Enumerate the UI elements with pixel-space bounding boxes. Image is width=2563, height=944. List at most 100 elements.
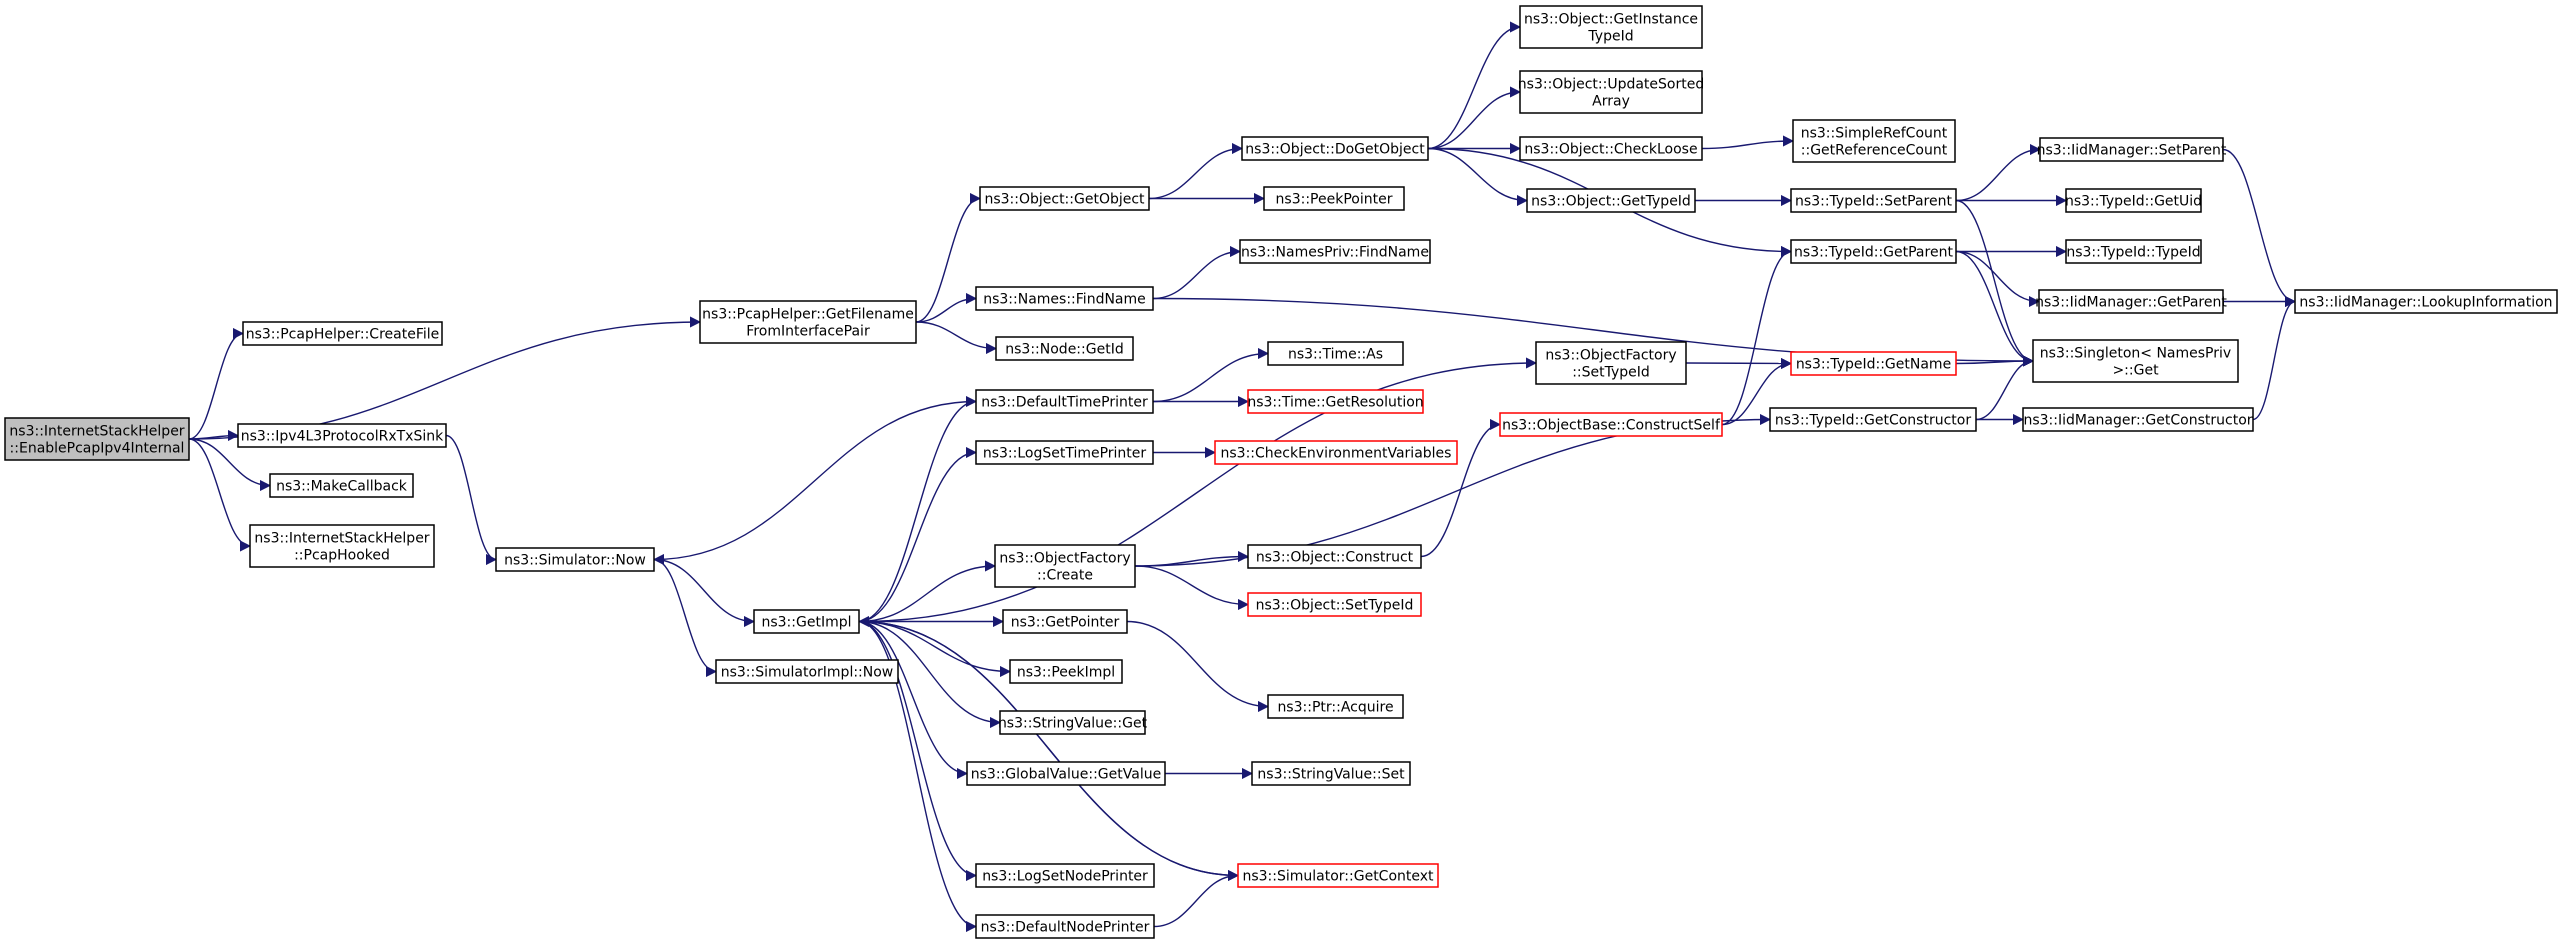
node-label: ::GetReferenceCount <box>1801 143 1948 159</box>
graph-node-peekimpl[interactable]: ns3::PeekImpl <box>1009 659 1123 684</box>
node-box <box>249 524 435 568</box>
node-box <box>975 440 1154 465</box>
graph-node-typeid-typeid[interactable]: ns3::TypeId::TypeId <box>2065 239 2202 264</box>
node-label: ns3::LogSetNodePrinter <box>982 869 1148 885</box>
graph-node-peekpointer[interactable]: ns3::PeekPointer <box>1263 186 1405 211</box>
node-box <box>1792 119 1956 163</box>
graph-node-defaultnodeprinter[interactable]: ns3::DefaultNodePrinter <box>975 914 1155 939</box>
edge-sim-now-to-simimpl-now <box>653 558 718 678</box>
graph-node-objectbase-constructself[interactable]: ns3::ObjectBase::ConstructSelf <box>1499 412 1723 437</box>
graph-node-singleton-get[interactable]: ns3::Singleton< NamesPriv >::Get <box>2032 339 2239 383</box>
node-box <box>975 286 1154 311</box>
edge-objfactory-settypeid-to-typeid-getname <box>1685 357 1793 370</box>
graph-node-ipv4l3[interactable]: ns3::Ipv4L3ProtocolRxTxSink <box>237 423 447 448</box>
graph-node-simplerefcount[interactable]: ns3::SimpleRefCount::GetReferenceCount <box>1792 119 1956 163</box>
node-box <box>1519 5 1703 49</box>
edge-root-to-pcaphooked <box>188 438 252 552</box>
edge-typeid-setparent-to-iid-setparent <box>1955 143 2042 202</box>
edge-findname-to-namespriv-findname <box>1152 245 1242 300</box>
node-box <box>1263 186 1405 211</box>
graph-node-dogetobject[interactable]: ns3::Object::DoGetObject <box>1241 136 1429 161</box>
graph-node-typeid-setparent[interactable]: ns3::TypeId::SetParent <box>1790 188 1957 213</box>
node-label: ns3::Simulator::GetContext <box>1242 869 1434 885</box>
node-label: ns3::IidManager::GetParent <box>2035 295 2227 311</box>
node-label: ns3::InternetStackHelper <box>9 424 184 440</box>
node-box <box>2039 137 2224 162</box>
graph-node-time-as[interactable]: ns3::Time::As <box>1267 341 1404 366</box>
graph-node-iid-setparent[interactable]: ns3::IidManager::SetParent <box>2037 137 2227 162</box>
edge-sim-now-to-getimpl <box>653 558 756 628</box>
graph-node-ptr-acquire[interactable]: ns3::Ptr::Acquire <box>1267 694 1404 719</box>
graph-node-iid-lookupinformation[interactable]: ns3::IidManager::LookupInformation <box>2294 289 2558 314</box>
edge-getobject-to-dogetobject <box>1148 142 1244 200</box>
graph-node-typeid-getname[interactable]: ns3::TypeId::GetName <box>1790 351 1957 376</box>
edge-dogetobject-to-updatesortedarray <box>1427 86 1522 150</box>
graph-node-iid-getconstructor[interactable]: ns3::IidManager::GetConstructor <box>2022 407 2254 432</box>
graph-node-object-gettypeid[interactable]: ns3::Object::GetTypeId <box>1526 188 1696 213</box>
graph-node-logsetnodeprinter[interactable]: ns3::LogSetNodePrinter <box>975 863 1155 888</box>
graph-node-object-settypeid[interactable]: ns3::Object::SetTypeId <box>1247 592 1422 617</box>
edge-getpointer-to-ptr-acquire <box>1126 620 1270 713</box>
graph-node-time-getresolution[interactable]: ns3::Time::GetResolution <box>1247 389 1424 414</box>
graph-node-sim-getcontext[interactable]: ns3::Simulator::GetContext <box>1237 863 1439 888</box>
graph-node-stringvalue-get[interactable]: ns3::StringValue::Get <box>998 710 1148 735</box>
edge-getimpl-to-objfactory-create <box>858 560 997 623</box>
graph-node-objfactory-create[interactable]: ns3::ObjectFactory::Create <box>994 544 1136 588</box>
node-box <box>975 863 1155 888</box>
graph-node-iid-getparent[interactable]: ns3::IidManager::GetParent <box>2035 289 2227 314</box>
graph-node-checkenvvars[interactable]: ns3::CheckEnvironmentVariables <box>1214 440 1458 465</box>
graph-node-getfilename[interactable]: ns3::PcapHelper::GetFilenameFromInterfac… <box>699 300 917 344</box>
graph-node-checkloose[interactable]: ns3::Object::CheckLoose <box>1519 136 1703 161</box>
node-label: ns3::TypeId::GetUid <box>2065 194 2202 210</box>
graph-node-pcaphooked[interactable]: ns3::InternetStackHelper::PcapHooked <box>249 524 435 568</box>
edge-root-to-pcap-createfile <box>188 327 245 440</box>
node-box <box>2038 289 2224 314</box>
graph-node-node-getid[interactable]: ns3::Node::GetId <box>995 336 1134 361</box>
graph-node-stringvalue-set[interactable]: ns3::StringValue::Set <box>1251 761 1411 786</box>
node-label: ns3::StringValue::Set <box>1257 767 1405 783</box>
graph-node-logsettimeprinter[interactable]: ns3::LogSetTimePrinter <box>975 440 1154 465</box>
node-label: ns3::Simulator::Now <box>504 553 646 569</box>
node-label: ns3::Ipv4L3ProtocolRxTxSink <box>241 429 444 445</box>
graph-node-getpointer[interactable]: ns3::GetPointer <box>1002 609 1128 634</box>
graph-node-sim-now[interactable]: ns3::Simulator::Now <box>495 547 655 572</box>
edge-getfilename-to-findname <box>915 292 978 323</box>
node-label: ns3::Time::GetResolution <box>1247 395 1423 411</box>
node-label: ns3::PeekImpl <box>1017 665 1115 681</box>
graph-node-defaulttimeprinter[interactable]: ns3::DefaultTimePrinter <box>975 389 1154 414</box>
graph-node-getimpl[interactable]: ns3::GetImpl <box>753 609 860 634</box>
graph-node-findname[interactable]: ns3::Names::FindName <box>975 286 1154 311</box>
node-box <box>1009 659 1123 684</box>
edge-getimpl-to-stringvalue-get <box>858 620 1002 729</box>
graph-node-objfactory-settypeid[interactable]: ns3::ObjectFactory::SetTypeId <box>1535 341 1687 385</box>
graph-node-typeid-getparent[interactable]: ns3::TypeId::GetParent <box>1790 239 1957 264</box>
graph-node-getobject[interactable]: ns3::Object::GetObject <box>979 186 1150 211</box>
graph-node-pcap-createfile[interactable]: ns3::PcapHelper::CreateFile <box>242 321 443 346</box>
edge-typeid-getparent-to-singleton-get <box>1955 250 2035 367</box>
node-box <box>1267 694 1404 719</box>
graph-node-root[interactable]: ns3::InternetStackHelper::EnablePcapIpv4… <box>4 417 190 461</box>
edge-iid-setparent-to-iid-lookupinformation <box>2222 148 2297 308</box>
node-box <box>1790 239 1957 264</box>
node-box <box>242 321 443 346</box>
node-label: ns3::IidManager::GetConstructor <box>2023 413 2252 429</box>
edge-getimpl-to-globalvalue-getvalue <box>858 620 969 780</box>
graph-node-globalvalue-getvalue[interactable]: ns3::GlobalValue::GetValue <box>966 761 1166 786</box>
edge-getimpl-to-defaulttimeprinter <box>858 395 978 623</box>
node-box <box>1239 239 1431 264</box>
node-label: ns3::Ptr::Acquire <box>1277 700 1393 716</box>
graph-node-typeid-getconstructor[interactable]: ns3::TypeId::GetConstructor <box>1769 407 1977 432</box>
edge-objfactory-create-to-object-settypeid <box>1134 565 1250 611</box>
node-label: ns3::Time::As <box>1288 347 1383 363</box>
edge-getimpl-to-defaultnodeprinter <box>858 620 978 933</box>
graph-node-typeid-getuid[interactable]: ns3::TypeId::GetUid <box>2065 188 2202 213</box>
node-label: ns3::Object::UpdateSorted <box>1518 77 1704 93</box>
graph-node-object-construct[interactable]: ns3::Object::Construct <box>1247 544 1422 569</box>
edge-typeid-setparent-to-singleton-get <box>1955 199 2035 367</box>
graph-node-namespriv-findname[interactable]: ns3::NamesPriv::FindName <box>1239 239 1431 264</box>
graph-node-simimpl-now[interactable]: ns3::SimulatorImpl::Now <box>715 659 899 684</box>
node-label: ::PcapHooked <box>294 548 390 564</box>
graph-node-makecallback[interactable]: ns3::MakeCallback <box>269 473 414 498</box>
